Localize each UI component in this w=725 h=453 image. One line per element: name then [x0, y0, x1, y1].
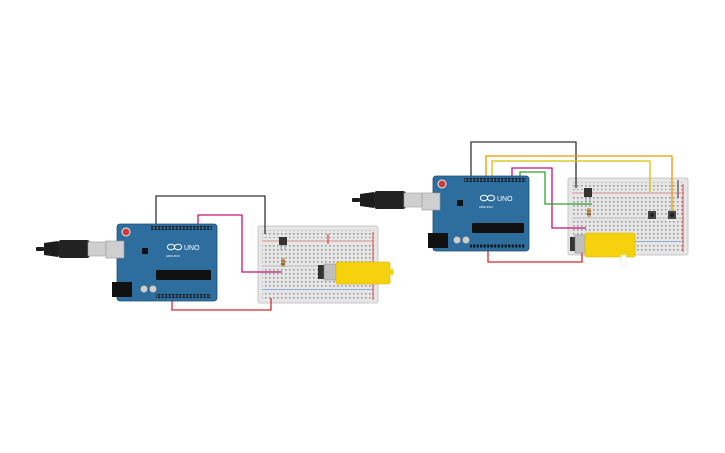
motor-1[interactable] — [318, 261, 393, 285]
sensor-chip-2[interactable] — [584, 188, 592, 202]
board-brand-text-1: ARDUINO — [166, 254, 181, 258]
wire-yellow-2[interactable] — [491, 160, 651, 192]
pushbutton-2b[interactable] — [668, 211, 676, 219]
wire-magenta-2[interactable] — [511, 167, 586, 229]
pushbutton-2a[interactable] — [648, 211, 656, 219]
arduino-board-1[interactable]: UNO ARDUINO — [105, 223, 218, 302]
arduino-logo-icon-2 — [479, 194, 496, 202]
board-brand-text-2: ARDUINO — [479, 205, 494, 209]
sensor-chip-1[interactable] — [279, 237, 287, 250]
arduino-board-2[interactable]: UNO ARDUINO — [421, 175, 530, 252]
motor-2[interactable] — [570, 232, 636, 268]
usb-cable-1[interactable] — [36, 240, 107, 258]
wire-red-1[interactable] — [171, 298, 272, 311]
usb-cable-2[interactable] — [352, 191, 423, 209]
circuit-1: UNO ARDUINO — [36, 195, 393, 311]
circuit-2: UNO ARDUINO — [352, 141, 689, 268]
wire-black-2[interactable] — [470, 141, 577, 188]
wire-magenta-1[interactable] — [197, 214, 282, 273]
wire-black-1[interactable] — [155, 195, 266, 234]
resistor-2[interactable] — [587, 208, 591, 217]
wire-green-2[interactable] — [519, 171, 592, 205]
resistor-1[interactable] — [281, 258, 285, 267]
arduino-logo-icon-1 — [166, 243, 183, 251]
board-logo-text-2: UNO — [497, 196, 513, 203]
wire-orange-2[interactable] — [485, 155, 673, 216]
board-logo-text-1: UNO — [184, 245, 200, 252]
wire-red-2[interactable] — [487, 249, 583, 263]
